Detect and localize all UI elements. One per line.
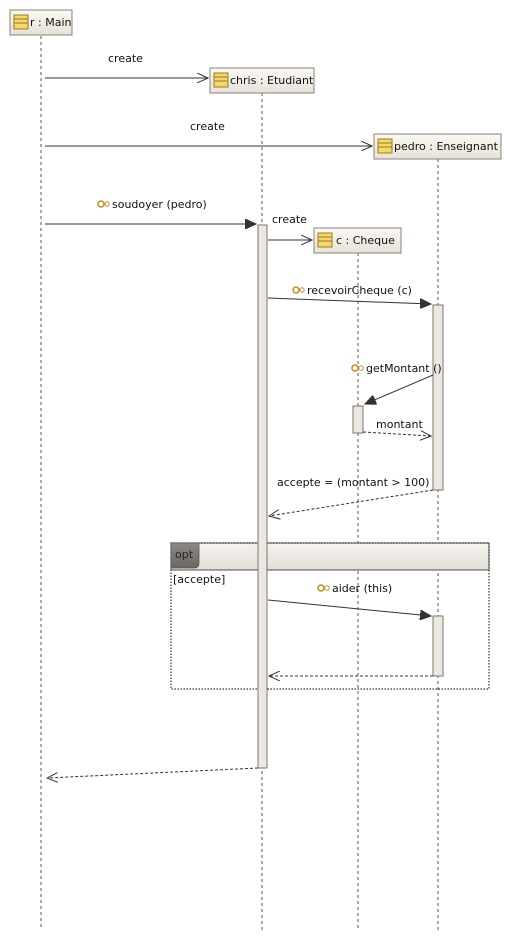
opt-operator-label: opt bbox=[175, 548, 194, 561]
message-create-pedro[interactable]: create bbox=[45, 120, 372, 146]
class-icon bbox=[317, 232, 333, 248]
activation-pedro-recevoir bbox=[432, 304, 444, 491]
lifeline-header-cheque[interactable]: c : Cheque bbox=[313, 227, 402, 254]
lifeline-label-pedro: pedro : Enseignant bbox=[394, 140, 499, 153]
class-icon bbox=[377, 138, 393, 154]
message-label: soudoyer (pedro) bbox=[112, 198, 207, 211]
operation-icon bbox=[292, 286, 305, 294]
message-label: create bbox=[108, 52, 143, 65]
message-label: create bbox=[190, 120, 225, 133]
opt-frame-border bbox=[170, 542, 490, 690]
message-accepte-return[interactable]: accepte = (montant > 100) bbox=[269, 476, 434, 516]
lifeline-label-chris: chris : Etudiant bbox=[230, 74, 314, 87]
message-label: accepte = (montant > 100) bbox=[277, 476, 429, 489]
message-recevoir-cheque[interactable]: recevoirCheque (c) bbox=[267, 284, 431, 304]
operation-icon bbox=[97, 200, 110, 208]
lifeline-header-chris[interactable]: chris : Etudiant bbox=[209, 67, 315, 94]
message-get-montant[interactable]: getMontant () bbox=[351, 362, 442, 404]
message-label: getMontant () bbox=[366, 362, 442, 375]
lifeline-header-main[interactable]: r : Main bbox=[9, 9, 73, 36]
activation-pedro-aider bbox=[432, 615, 444, 677]
opt-guard-label: [accepte] bbox=[173, 573, 225, 586]
lifeline-label-cheque: c : Cheque bbox=[336, 234, 395, 247]
opt-fragment[interactable]: opt [accepte] bbox=[170, 542, 490, 690]
message-aider[interactable]: aider (this) bbox=[267, 582, 431, 616]
message-soudoyer-return[interactable] bbox=[47, 767, 259, 778]
class-icon bbox=[13, 14, 29, 30]
message-label: aider (this) bbox=[332, 582, 392, 595]
class-icon bbox=[213, 72, 229, 88]
opt-frame-header bbox=[170, 542, 490, 571]
lifeline-label-main: r : Main bbox=[30, 16, 72, 29]
message-create-chris[interactable]: create bbox=[45, 52, 208, 78]
message-create-cheque[interactable]: create bbox=[268, 213, 312, 240]
operation-icon bbox=[351, 364, 364, 372]
activation-cheque bbox=[352, 405, 364, 434]
message-label: montant bbox=[376, 418, 423, 431]
activation-chris bbox=[257, 224, 268, 769]
operation-icon bbox=[317, 584, 330, 592]
message-soudoyer[interactable]: soudoyer (pedro) bbox=[45, 198, 256, 224]
message-montant-return[interactable]: montant bbox=[362, 418, 431, 436]
message-label: create bbox=[272, 213, 307, 226]
lifeline-header-pedro[interactable]: pedro : Enseignant bbox=[373, 133, 502, 160]
opt-operator-tab bbox=[170, 542, 200, 569]
message-label: recevoirCheque (c) bbox=[307, 284, 412, 297]
